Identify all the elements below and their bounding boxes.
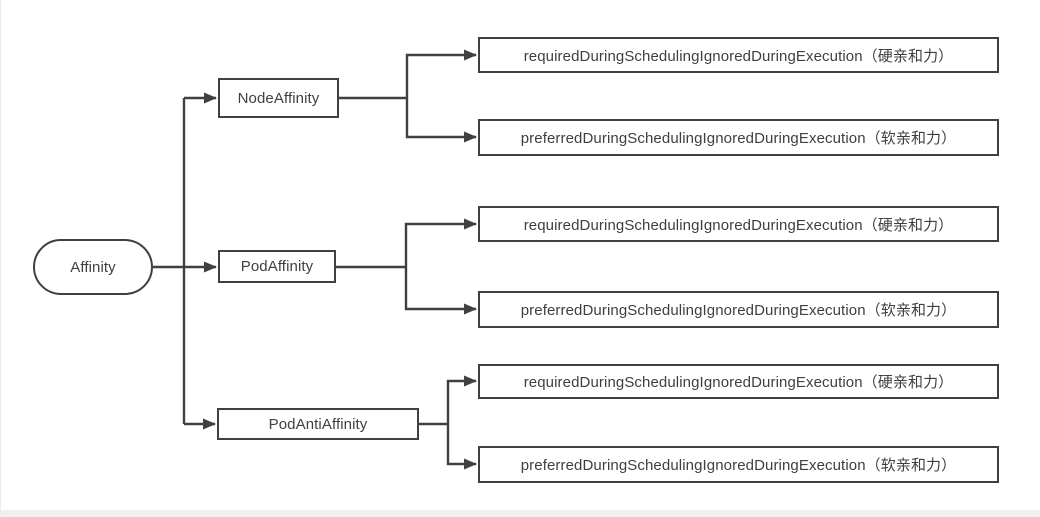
leaf-node-affinity-required: requiredDuringSchedulingIgnoredDuringExe… — [478, 37, 999, 73]
node-pod-affinity: PodAffinity — [218, 250, 336, 283]
leaf-node-affinity-preferred: preferredDuringSchedulingIgnoredDuringEx… — [478, 119, 999, 156]
leaf-pod-affinity-preferred: preferredDuringSchedulingIgnoredDuringEx… — [478, 291, 999, 328]
node-affinity-root: Affinity — [33, 239, 153, 295]
node-node-affinity: NodeAffinity — [218, 78, 339, 118]
arrow-nodeaffinity-required — [405, 49, 477, 98]
arrow-podaffinity-preferred — [404, 267, 477, 315]
arrow-podantiaffinity-preferred — [446, 424, 477, 470]
leaf-pod-anti-affinity-preferred: preferredDuringSchedulingIgnoredDuringEx… — [478, 446, 999, 483]
leaf-pod-anti-affinity-required: requiredDuringSchedulingIgnoredDuringExe… — [478, 364, 999, 399]
arrow-podantiaffinity-required — [446, 375, 477, 424]
arrow-nodeaffinity-preferred — [405, 98, 477, 143]
node-pod-anti-affinity: PodAntiAffinity — [217, 408, 419, 440]
footer-strip — [1, 510, 1040, 517]
leaf-pod-affinity-required: requiredDuringSchedulingIgnoredDuringExe… — [478, 206, 999, 242]
arrow-podaffinity-required — [404, 218, 477, 267]
